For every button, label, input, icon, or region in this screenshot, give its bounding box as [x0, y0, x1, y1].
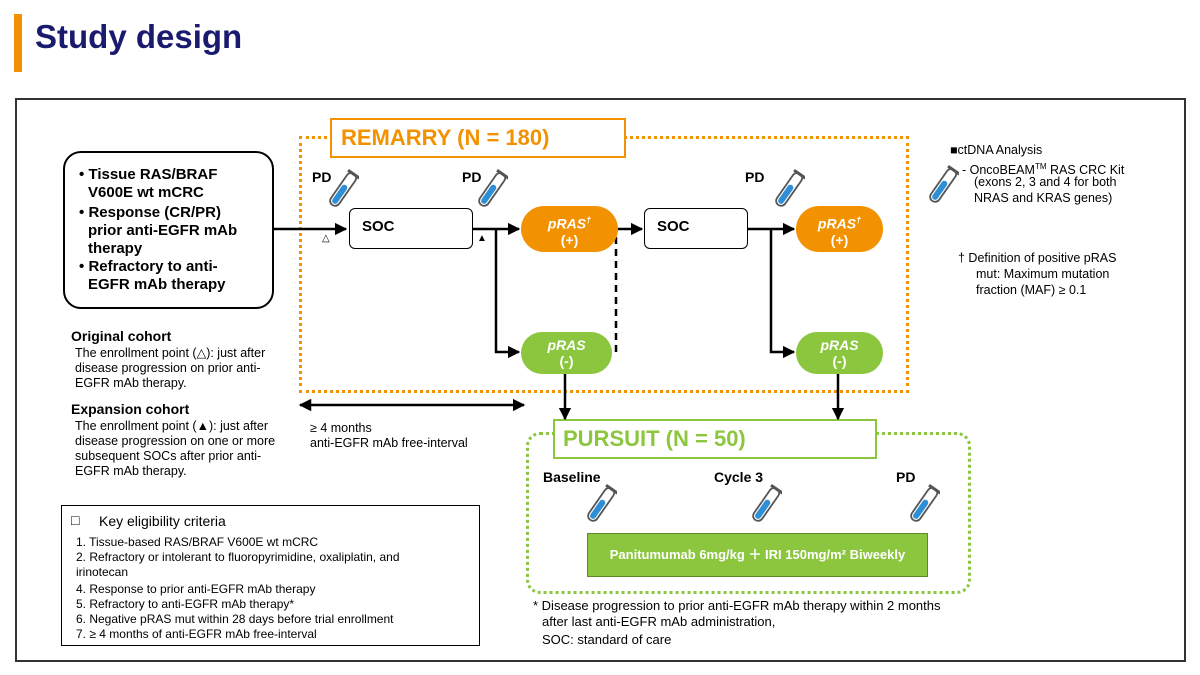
soc-box-1: SOC	[349, 208, 473, 249]
pras-title: pRAS	[547, 337, 586, 353]
page-title: Study design	[35, 18, 243, 55]
expansion-cohort-line: The enrollment point (▲): just after	[75, 419, 269, 433]
definition-line: † Definition of positive pRAS	[958, 251, 1117, 265]
dagger-mark: †	[586, 215, 592, 225]
pras-sign: (+)	[560, 231, 579, 248]
population-line: therapy	[88, 240, 143, 257]
pras-sign: (-)	[832, 353, 847, 369]
ctdna-kit-line: - OncoBEAMTM RAS CRC Kit	[962, 159, 1124, 178]
pras-title: pRAS	[547, 215, 587, 232]
soc-box-2: SOC	[644, 208, 748, 249]
footnote-star-line: after last anti-EGFR mAb administration,	[542, 614, 776, 629]
population-item-2: • Response (CR/PR) prior anti-EGFR mAb t…	[79, 204, 237, 258]
bullet: •	[79, 258, 85, 275]
expansion-cohort-line: disease progression on one or more	[75, 434, 276, 448]
pras-positive-1: pRAS† (+)	[521, 206, 618, 252]
test-tube-icon	[478, 168, 508, 207]
test-tube-icon	[775, 168, 805, 207]
pras-sign: (+)	[830, 231, 849, 248]
pd-label-1: PD	[312, 169, 332, 185]
pras-title: pRAS	[820, 337, 859, 353]
criteria-item: 1. Tissue-based RAS/BRAF V600E wt mCRC	[76, 535, 319, 549]
expansion-cohort-line: EGFR mAb therapy.	[75, 464, 187, 478]
treatment-bar: Panitumumab 6mg/kg ＋ IRI 150mg/m² Biweek…	[587, 533, 928, 577]
population-line: Tissue RAS/BRAF	[88, 166, 218, 183]
ctdna-heading: ■ctDNA Analysis	[950, 143, 1043, 157]
checkbox-square-icon: □	[71, 512, 80, 528]
ctdna-kit-name: - OncoBEAM	[962, 163, 1035, 178]
interval-line-1: ≥ 4 months	[310, 421, 372, 435]
cycle3-label: Cycle 3	[714, 469, 764, 485]
pras-sign: (-)	[559, 353, 574, 369]
eligibility-criteria-box: □ Key eligibility criteria 1. Tissue-bas…	[61, 505, 480, 646]
trademark-mark: TM	[1034, 162, 1047, 171]
original-cohort-heading: Original cohort	[71, 328, 172, 344]
pras-negative-1: pRAS (-)	[521, 332, 612, 374]
population-item-3: • Refractory to anti- EGFR mAb therapy	[79, 258, 226, 294]
arrow-soc2-to-neg2	[769, 229, 796, 359]
population-line: prior anti-EGFR mAb	[88, 222, 238, 239]
open-triangle-marker: △	[322, 233, 330, 244]
criteria-item: irinotecan	[76, 565, 129, 579]
population-line: V600E wt mCRC	[88, 184, 204, 201]
criteria-heading: Key eligibility criteria	[99, 513, 226, 529]
criteria-item: 7. ≥ 4 months of anti-EGFR mAb free-inte…	[76, 627, 317, 641]
original-cohort-line: The enrollment point (△): just after	[75, 346, 266, 360]
ctdna-line: NRAS and KRAS genes)	[974, 191, 1113, 205]
bullet: •	[79, 166, 85, 183]
original-cohort-line: EGFR mAb therapy.	[75, 376, 187, 390]
soc-label: SOC	[362, 218, 395, 235]
remarry-label: REMARRY (N = 180)	[330, 118, 626, 158]
definition-line: fraction (MAF) ≥ 0.1	[976, 283, 1087, 297]
definition-line: mut: Maximum mutation	[976, 267, 1110, 281]
population-line: EGFR mAb therapy	[88, 276, 226, 293]
pras-title: pRAS	[817, 215, 857, 232]
criteria-item: 4. Response to prior anti-EGFR mAb thera…	[76, 582, 316, 596]
soc-label: SOC	[657, 218, 690, 235]
ctdna-kit-suffix: RAS CRC Kit	[1046, 163, 1125, 178]
pd-label-2: PD	[462, 169, 482, 185]
criteria-item: 5. Refractory to anti-EGFR mAb therapy*	[76, 597, 295, 611]
criteria-item: 6. Negative pRAS mut within 28 days befo…	[76, 612, 394, 626]
population-box: • Tissue RAS/BRAF V600E wt mCRC • Respon…	[63, 151, 274, 309]
original-cohort-line: disease progression on prior anti-	[75, 361, 261, 375]
pursuit-pd-label: PD	[896, 469, 916, 485]
interval-line-2: anti-EGFR mAb free-interval	[310, 436, 468, 450]
criteria-item: 2. Refractory or intolerant to fluoropyr…	[76, 550, 400, 564]
population-line: Refractory to anti-	[88, 258, 218, 275]
baseline-label: Baseline	[543, 469, 601, 485]
test-tube-icon	[929, 164, 959, 203]
expansion-cohort-heading: Expansion cohort	[71, 401, 190, 417]
ctdna-line: (exons 2, 3 and 4 for both	[974, 175, 1117, 189]
diagram-frame	[15, 98, 1186, 662]
population-item-1: • Tissue RAS/BRAF V600E wt mCRC	[79, 166, 217, 202]
filled-triangle-marker: ▲	[477, 233, 487, 244]
footnote-soc: SOC: standard of care	[542, 632, 672, 647]
pd-label-3: PD	[745, 169, 765, 185]
expansion-cohort-line: subsequent SOCs after prior anti-	[75, 449, 262, 463]
title-accent-bar	[14, 14, 22, 72]
test-tube-icon	[752, 483, 782, 522]
pras-negative-2: pRAS (-)	[796, 332, 883, 374]
pras-positive-2: pRAS† (+)	[796, 206, 883, 252]
test-tube-icon	[587, 483, 617, 522]
arrow-soc1-to-neg1	[494, 229, 521, 359]
pursuit-label: PURSUIT (N = 50)	[553, 419, 877, 459]
bullet: •	[79, 204, 85, 221]
test-tube-icon	[910, 483, 940, 522]
footnote-star-line: * Disease progression to prior anti-EGFR…	[533, 598, 941, 613]
dagger-mark: †	[856, 215, 862, 225]
test-tube-icon	[329, 168, 359, 207]
population-line: Response (CR/PR)	[88, 204, 221, 221]
